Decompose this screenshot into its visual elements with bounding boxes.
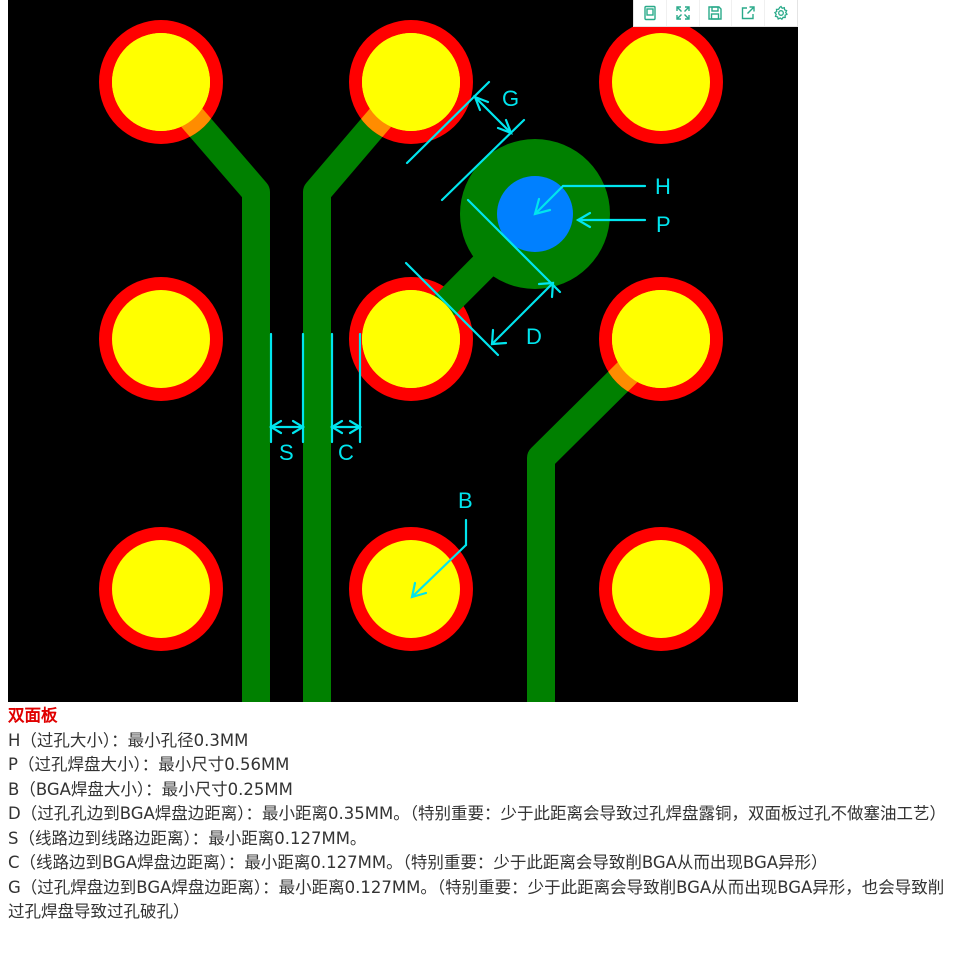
fullscreen-button[interactable] bbox=[667, 0, 700, 26]
label-s: S bbox=[279, 440, 294, 465]
note-line-d: D（过孔孔边到BGA焊盘边距离）：最小距离0.35MM。（特别重要：少于此距离会… bbox=[8, 804, 947, 823]
note-line-h: H（过孔大小）：最小孔径0.3MM bbox=[8, 730, 249, 750]
save-icon bbox=[708, 6, 723, 20]
pcb-diagram-svg: G H P D S C B bbox=[99, 20, 723, 702]
note-line-s: S（线路边到线路边距离）：最小距离0.127MM。 bbox=[8, 828, 367, 848]
label-h: H bbox=[655, 174, 671, 199]
note-line-g: G（过孔焊盘边到BGA焊盘边距离）：最小距离0.127MM。（特别重要：少于此距… bbox=[8, 877, 945, 922]
note-line-p: P（过孔焊盘大小）：最小尺寸0.56MM bbox=[8, 755, 290, 774]
pcb-diagram: G H P D S C B bbox=[8, 0, 798, 702]
notes-title: 双面板 bbox=[8, 706, 58, 725]
bga-pad bbox=[99, 277, 223, 401]
settings-button[interactable] bbox=[765, 0, 797, 26]
image-toolbar bbox=[633, 0, 798, 27]
label-d: D bbox=[526, 324, 542, 349]
share-icon bbox=[742, 6, 755, 20]
save-button[interactable] bbox=[700, 0, 733, 26]
note-line-b: B（BGA焊盘大小）：最小尺寸0.25MM bbox=[8, 779, 293, 799]
label-c: C bbox=[338, 440, 354, 465]
label-p: P bbox=[656, 212, 671, 237]
note-line-c: C（线路边到BGA焊盘边距离）：最小距离0.127MM。（特别重要：少于此距离会… bbox=[8, 853, 828, 872]
fullscreen-icon bbox=[675, 6, 690, 20]
share-button[interactable] bbox=[732, 0, 766, 26]
page-button[interactable] bbox=[634, 0, 667, 26]
bga-pad bbox=[349, 527, 473, 651]
spec-notes: 双面板 H（过孔大小）：最小孔径0.3MM P（过孔焊盘大小）：最小尺寸0.56… bbox=[8, 704, 948, 925]
bga-pad bbox=[599, 20, 723, 144]
page-icon bbox=[644, 5, 656, 21]
settings-icon bbox=[774, 5, 789, 21]
label-b: B bbox=[458, 488, 473, 513]
label-g: G bbox=[502, 86, 519, 111]
bga-pad bbox=[599, 527, 723, 651]
bga-pad bbox=[99, 527, 223, 651]
